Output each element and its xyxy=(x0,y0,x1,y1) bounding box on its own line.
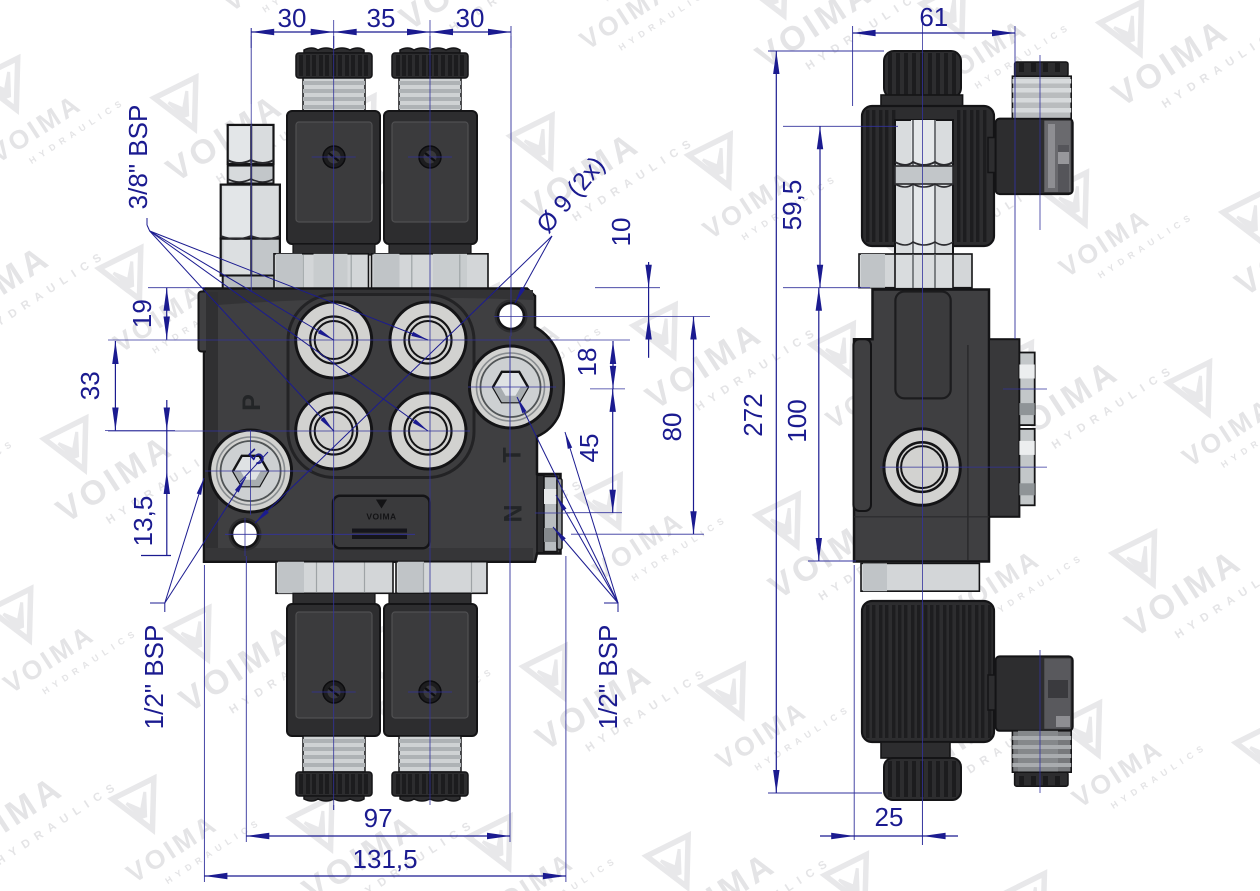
svg-text:1/2" BSP: 1/2" BSP xyxy=(593,625,623,730)
svg-text:30: 30 xyxy=(456,3,485,33)
svg-text:1/2" BSP: 1/2" BSP xyxy=(139,625,169,730)
svg-text:80: 80 xyxy=(657,413,687,442)
svg-text:19: 19 xyxy=(127,299,157,328)
svg-text:VOIMA: VOIMA xyxy=(366,512,396,522)
svg-text:30: 30 xyxy=(278,3,307,33)
svg-text:272: 272 xyxy=(738,393,768,436)
svg-text:97: 97 xyxy=(364,803,393,833)
svg-text:18: 18 xyxy=(572,348,602,377)
svg-text:100: 100 xyxy=(782,399,812,442)
svg-text:33: 33 xyxy=(75,371,105,400)
svg-text:10: 10 xyxy=(606,218,636,247)
svg-text:25: 25 xyxy=(875,802,904,832)
svg-text:35: 35 xyxy=(367,3,396,33)
svg-text:T: T xyxy=(499,447,527,462)
svg-text:45: 45 xyxy=(574,434,604,463)
svg-text:61: 61 xyxy=(919,2,948,32)
svg-text:131,5: 131,5 xyxy=(353,844,418,874)
svg-text:N: N xyxy=(500,504,528,522)
svg-text:P: P xyxy=(238,394,266,411)
svg-text:59,5: 59,5 xyxy=(777,180,807,231)
svg-text:13,5: 13,5 xyxy=(128,496,158,547)
svg-text:3/8" BSP: 3/8" BSP xyxy=(123,105,153,210)
